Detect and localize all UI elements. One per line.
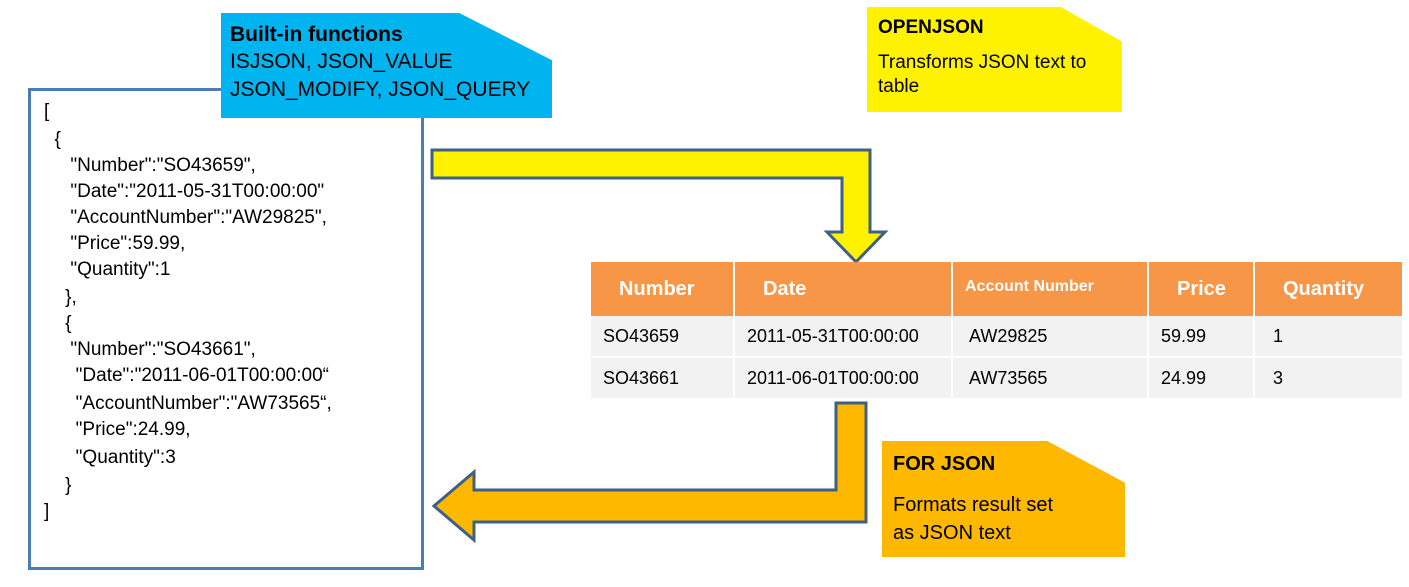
openjson-note: OPENJSON Transforms JSON text to table: [867, 7, 1122, 112]
result-table: Number Date Account Number Price Quantit…: [591, 262, 1402, 398]
note-line: table: [878, 76, 920, 97]
json-line: "Price":59.99,: [44, 233, 186, 254]
json-line: "Date":"2011-05-31T00:00:00": [44, 181, 325, 202]
note-line: Formats result set: [893, 494, 1054, 516]
cell-price: 59.99: [1149, 316, 1255, 356]
json-line: "Quantity":1: [44, 259, 171, 280]
column-header-number: Number: [591, 262, 735, 316]
column-header-price: Price: [1149, 262, 1255, 316]
cell-number: SO43659: [591, 316, 735, 356]
forjson-arrow: [431, 401, 868, 544]
json-line: }: [44, 475, 72, 496]
json-line: {: [44, 313, 72, 334]
forjson-note: FOR JSON Formats result set as JSON text: [882, 441, 1125, 557]
table-header-row: Number Date Account Number Price Quantit…: [591, 262, 1402, 316]
row-divider: [591, 356, 1402, 358]
note-line: JSON_MODIFY, JSON_QUERY: [230, 78, 531, 101]
json-line: "AccountNumber":"AW73565“,: [44, 393, 332, 414]
note-line: ISJSON, JSON_VALUE: [230, 50, 453, 73]
note-title: OPENJSON: [878, 17, 984, 38]
json-line: "Date":"2011-06-01T00:00:00“: [44, 365, 329, 386]
json-line: },: [44, 287, 77, 308]
note-line: as JSON text: [893, 522, 1011, 544]
cell-price: 24.99: [1149, 358, 1255, 398]
cell-number: SO43661: [591, 358, 735, 398]
note-title: Built-in functions: [230, 23, 403, 46]
cell-account-number: AW29825: [953, 316, 1149, 356]
table-row: SO43661 2011-06-01T00:00:00 AW73565 24.9…: [591, 358, 1402, 398]
cell-date: 2011-05-31T00:00:00: [735, 316, 953, 356]
json-document-box: [ { "Number":"SO43659", "Date":"2011-05-…: [28, 88, 424, 570]
json-line: "Number":"SO43661",: [44, 339, 256, 360]
json-line: "AccountNumber":"AW29825",: [44, 207, 327, 228]
cell-date: 2011-06-01T00:00:00: [735, 358, 953, 398]
json-line: [: [44, 101, 50, 122]
note-line: Transforms JSON text to: [878, 52, 1087, 73]
json-line: ]: [44, 501, 50, 522]
cell-account-number: AW73565: [953, 358, 1149, 398]
json-line: "Price":24.99,: [44, 419, 191, 440]
note-title: FOR JSON: [893, 453, 996, 475]
json-line: "Number":"SO43659",: [44, 155, 256, 176]
json-line: {: [44, 129, 61, 150]
cell-quantity: 1: [1273, 325, 1284, 346]
table-row: SO43659 2011-05-31T00:00:00 AW29825 59.9…: [591, 316, 1402, 356]
json-line: "Quantity":3: [44, 447, 176, 468]
cell-quantity: 3: [1273, 367, 1284, 388]
column-header-account-number: Account Number: [953, 262, 1149, 316]
column-header-quantity: Quantity: [1283, 277, 1365, 300]
openjson-arrow: [430, 148, 889, 265]
column-header-date: Date: [735, 262, 953, 316]
